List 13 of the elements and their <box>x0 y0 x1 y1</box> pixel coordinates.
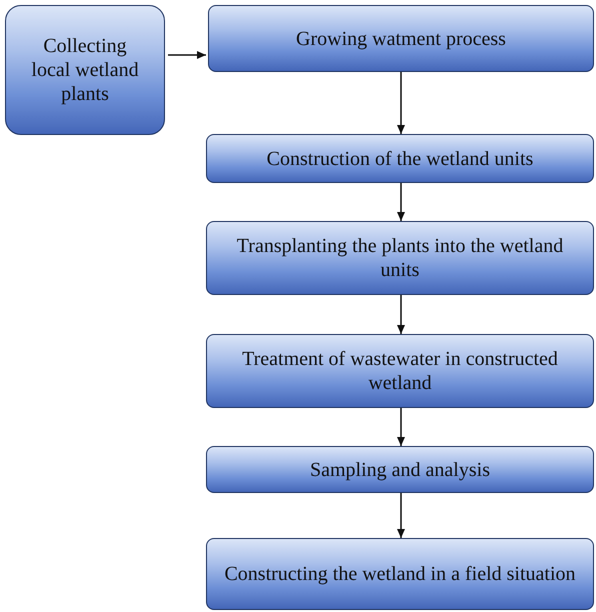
process-box: Sampling and analysis <box>206 446 594 493</box>
process-box: Treatment of wastewater in constructed wetland <box>206 334 594 408</box>
arrow <box>397 183 405 221</box>
process-box: Collecting local wetland plants <box>5 5 165 135</box>
arrow <box>168 51 206 59</box>
arrow <box>397 72 405 134</box>
arrow <box>397 408 405 446</box>
process-box: Transplanting the plants into the wetland units <box>206 221 594 295</box>
arrow <box>397 493 405 538</box>
process-box: Construction of the wetland units <box>206 134 594 183</box>
process-box: Constructing the wetland in a field situation <box>206 538 594 610</box>
arrow <box>397 295 405 334</box>
process-box: Growing watment process <box>208 5 594 72</box>
